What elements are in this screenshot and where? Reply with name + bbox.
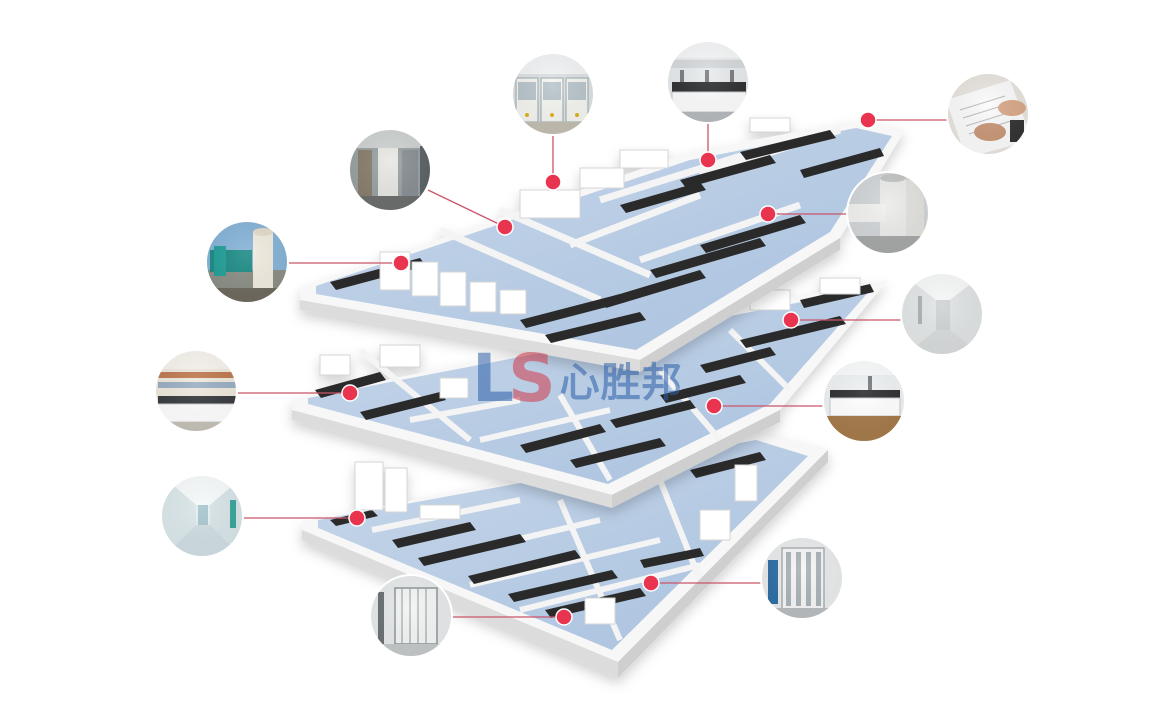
floor-level-2 [292,277,888,508]
hotspot-water-purification[interactable] [642,574,660,592]
hotspot-gas-cylinder-rack[interactable] [555,608,573,626]
floor-level-3 [300,117,905,372]
water-system-photo-icon[interactable] [760,536,846,622]
hotspot-fume-hood-row[interactable] [544,173,562,191]
hotspot-central-lab-bench[interactable] [699,151,717,169]
fume-hood-photo-icon[interactable] [510,52,596,138]
floor-level-1 [302,432,828,678]
exhaust-scrubber-photo-icon[interactable] [205,220,291,306]
hotspot-chemical-storage[interactable] [496,218,514,236]
hotspot-reagent-room[interactable] [341,384,359,402]
ventilation-duct-photo-icon[interactable] [846,171,932,257]
hotspot-clean-corridor[interactable] [782,311,800,329]
lab-bench-photo-icon[interactable] [666,40,752,126]
hotspot-scrubber-tower[interactable] [392,254,410,272]
hotspot-exhaust-duct[interactable] [759,205,777,223]
hotspot-wall-bench-lab[interactable] [705,397,723,415]
paperwork-photo-icon[interactable] [946,72,1032,158]
leader-lines [237,119,947,618]
storage-shelves-photo-icon[interactable] [348,128,434,214]
hotspot-documents[interactable] [859,111,877,129]
hotspot-cleanroom[interactable] [348,509,366,527]
